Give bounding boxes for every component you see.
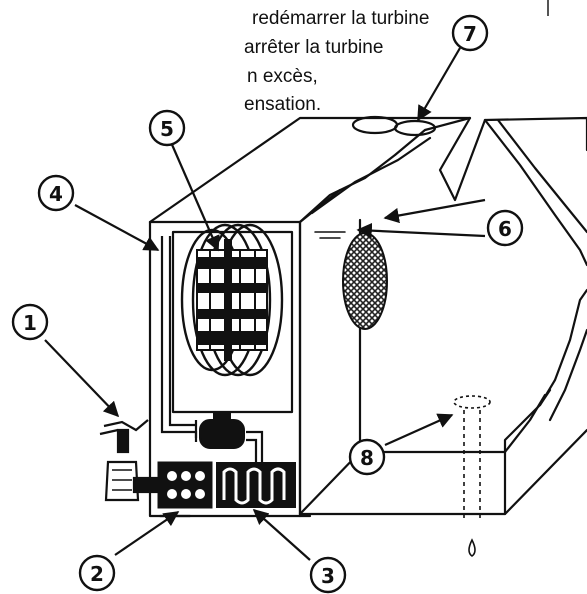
mesh-filter <box>342 232 388 330</box>
drain-outlet <box>453 395 491 520</box>
valve-tap <box>99 419 162 502</box>
arrow-3 <box>252 508 311 561</box>
callout-5-number: 5 <box>160 117 174 141</box>
heater-block <box>157 461 213 509</box>
callout-6-number: 6 <box>498 217 512 241</box>
condenser-coil <box>216 462 296 508</box>
callout-2-circle <box>78 554 116 592</box>
callout-8-number: 8 <box>360 446 374 470</box>
arrow-4 <box>74 204 160 251</box>
supply-pipe <box>160 236 198 438</box>
water-drop <box>468 538 476 557</box>
arrow-2 <box>114 511 180 556</box>
callout-4-number: 4 <box>49 182 63 206</box>
arrow-7 <box>417 47 461 122</box>
box-top-face <box>148 116 587 224</box>
callout-1-circle <box>11 303 49 341</box>
frame-edge-mark <box>547 0 549 16</box>
callout-3-number: 3 <box>321 564 335 588</box>
callout-6-circle <box>486 209 524 247</box>
callout-7-circle <box>451 14 489 52</box>
box-cutaway-edge <box>298 220 552 516</box>
arrow-5 <box>168 139 220 252</box>
caption-line-1: redémarrer la turbine <box>252 8 430 29</box>
caption-line-4: ensation. <box>244 94 322 115</box>
caption-line-3: n excès, <box>247 66 318 87</box>
arrow-1 <box>44 339 120 418</box>
callout-1-number: 1 <box>23 311 37 335</box>
turbine-rotor <box>196 239 268 361</box>
callout-2-number: 2 <box>90 562 104 586</box>
callout-7-number: 7 <box>463 22 477 46</box>
callout-4-circle <box>37 174 75 212</box>
callout-3-circle <box>309 556 347 594</box>
arrow-8 <box>384 413 454 447</box>
caption-line-2: arrêter la turbine <box>244 37 384 58</box>
callout-8-circle <box>348 438 386 476</box>
pump <box>199 413 245 449</box>
arrow-6b <box>356 222 486 239</box>
callout-5-circle <box>148 109 186 147</box>
arrow-6a <box>383 198 486 224</box>
top-opening <box>351 115 399 135</box>
